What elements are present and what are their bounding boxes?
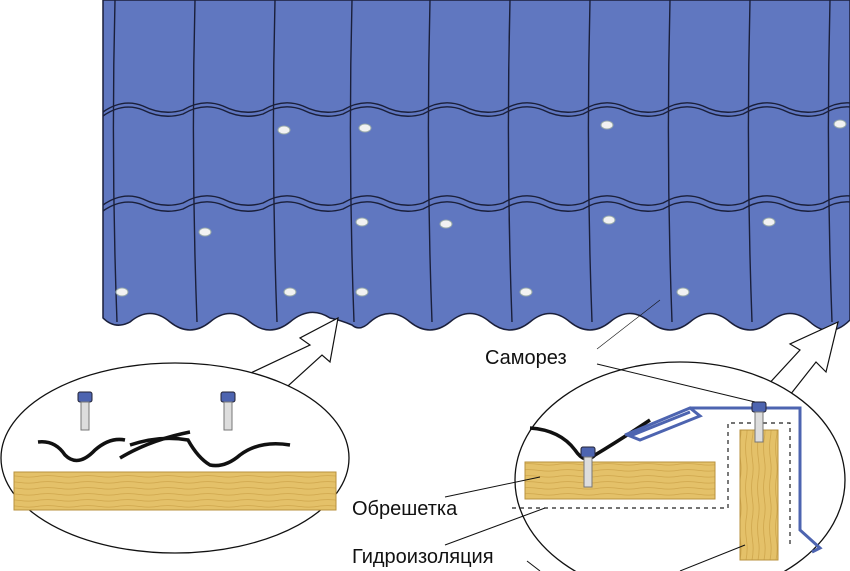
screw-head-icon	[355, 217, 369, 227]
roof-step-line	[102, 106, 850, 117]
label-waterproofing: Гидроизоляция	[352, 546, 494, 568]
screw-head-icon	[115, 287, 129, 297]
screw-head-icon	[439, 219, 453, 229]
screw-head-icon	[600, 120, 614, 130]
roof-wave-line	[587, 0, 593, 323]
screw-head-icon	[833, 119, 847, 129]
detail-right	[512, 361, 846, 571]
label-screw: Саморез	[485, 347, 567, 369]
roof-step-line	[102, 201, 850, 212]
roof-sheet	[102, 0, 850, 332]
roof-profile	[37, 437, 126, 463]
screw-icon	[751, 401, 767, 443]
screw-icon	[580, 446, 596, 488]
screw-head-icon	[519, 287, 533, 297]
roof-wave-line	[349, 0, 355, 323]
leader-lines	[444, 299, 756, 571]
screw-head-icon	[355, 287, 369, 297]
roof-wave-line	[507, 0, 513, 323]
roof-wave-line	[112, 0, 118, 323]
screw-head-icon	[602, 215, 616, 225]
screw-head-icon	[762, 217, 776, 227]
roof-wave-line	[827, 0, 833, 323]
screw-head-icon	[283, 287, 297, 297]
batten-board	[13, 471, 337, 511]
roof-wave-line	[667, 0, 673, 323]
metal-tile-roof	[102, 0, 850, 332]
vertical-board	[739, 429, 779, 561]
roof-wave-line	[427, 0, 433, 323]
screw-icon	[220, 391, 236, 431]
roof-wave-line	[272, 0, 278, 323]
roof-wave-line	[747, 0, 753, 323]
label-batten: Обрешетка	[352, 498, 458, 520]
batten-board	[524, 461, 716, 500]
waterproofing-line	[512, 422, 791, 545]
screw-head-icon	[358, 123, 372, 133]
screw-head-icon	[198, 227, 212, 237]
roof-wave-line	[192, 0, 198, 323]
roof-step-line	[102, 102, 850, 113]
callout-right	[764, 320, 839, 396]
roof-step-line	[102, 195, 850, 206]
screw-head-icon	[676, 287, 690, 297]
detail-left	[0, 362, 350, 554]
callout-left	[239, 316, 339, 396]
screw-icon	[77, 391, 93, 431]
screw-head-icon	[277, 125, 291, 135]
